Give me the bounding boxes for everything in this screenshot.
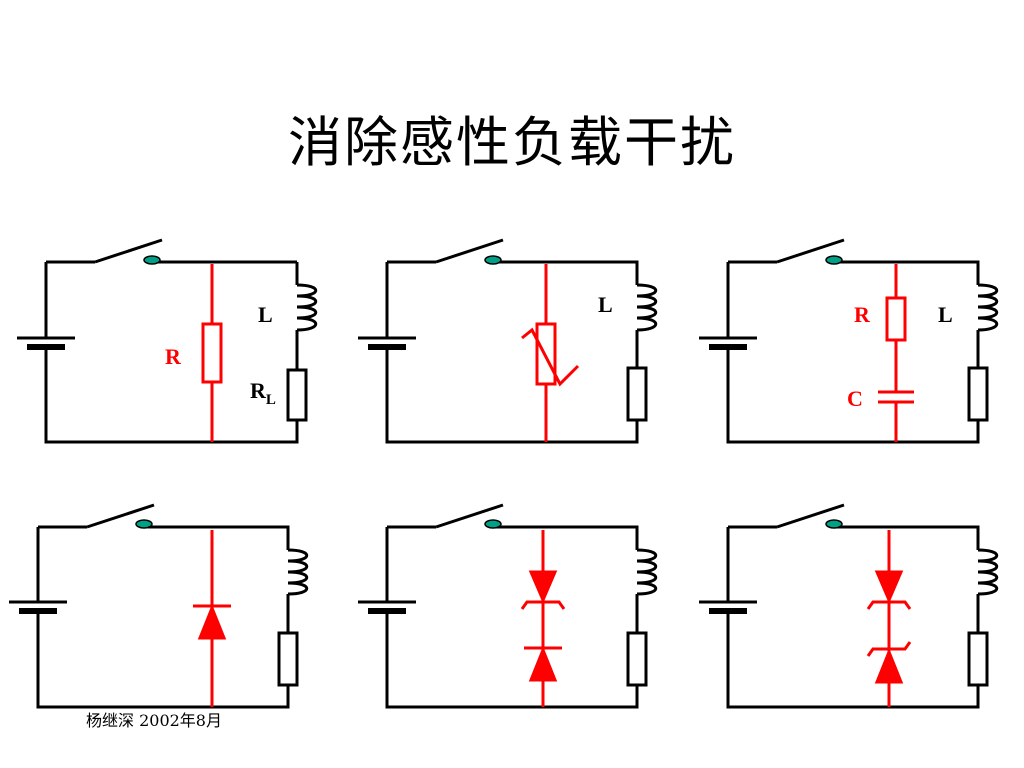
circuit-bidirectional-tvs-suppressor (699, 503, 999, 709)
label-inductor: L (598, 292, 613, 317)
inductor-coil (287, 548, 309, 596)
switch-blade (94, 238, 163, 264)
slide-title: 消除感性负载干扰 (288, 111, 736, 174)
label-suppressor-resistor: R (165, 344, 182, 369)
circuit-wire (385, 525, 639, 709)
load-resistor (967, 366, 989, 422)
label-inductor: L (938, 302, 953, 327)
switch-blade (435, 503, 504, 529)
inductor-coil (977, 283, 999, 332)
label-load-resistor: RL (250, 378, 276, 408)
switch-blade (435, 238, 504, 264)
footer-author-date: 杨继深 2002年8月 (86, 711, 222, 730)
suppressor-zener-diode (520, 530, 566, 707)
circuit-wire (726, 525, 980, 709)
suppressor-varistor (521, 264, 580, 442)
suppressor-rc-snubber (878, 264, 914, 442)
switch-contact (825, 519, 843, 529)
switch-contact (825, 255, 843, 265)
circuit-wire (385, 260, 639, 444)
switch-blade (86, 503, 155, 529)
label-snubber-resistor: R (854, 302, 871, 327)
switch-contact (484, 519, 502, 529)
inductor-coil (636, 548, 658, 596)
label-inductor: L (258, 302, 273, 327)
switch-contact (484, 255, 502, 265)
switch-blade (776, 503, 845, 529)
circuit-rc-suppressor (699, 238, 999, 444)
suppressor-diode (193, 530, 231, 707)
load-resistor (277, 631, 299, 687)
circuit-tvs-suppressor (358, 503, 658, 709)
switch-contact (135, 519, 153, 529)
circuit-diode-suppressor (9, 503, 309, 709)
suppressor-resistor (201, 264, 223, 442)
inductor-coil (977, 548, 999, 596)
circuit-varistor-suppressor (358, 238, 658, 444)
circuit-wire (726, 260, 980, 444)
circuit-resistor-suppressor (17, 238, 318, 444)
suppressor-bidirectional-zener (866, 530, 912, 707)
inductor-coil (296, 283, 318, 332)
switch-blade (776, 238, 845, 264)
load-resistor (626, 631, 648, 687)
circuit-wire (36, 525, 290, 709)
switch-contact (143, 255, 161, 265)
load-resistor (967, 631, 989, 687)
circuit-wire (44, 260, 299, 444)
inductor-coil (636, 283, 658, 332)
load-resistor (286, 368, 308, 422)
load-resistor (626, 366, 648, 422)
label-snubber-capacitor: C (847, 386, 863, 411)
